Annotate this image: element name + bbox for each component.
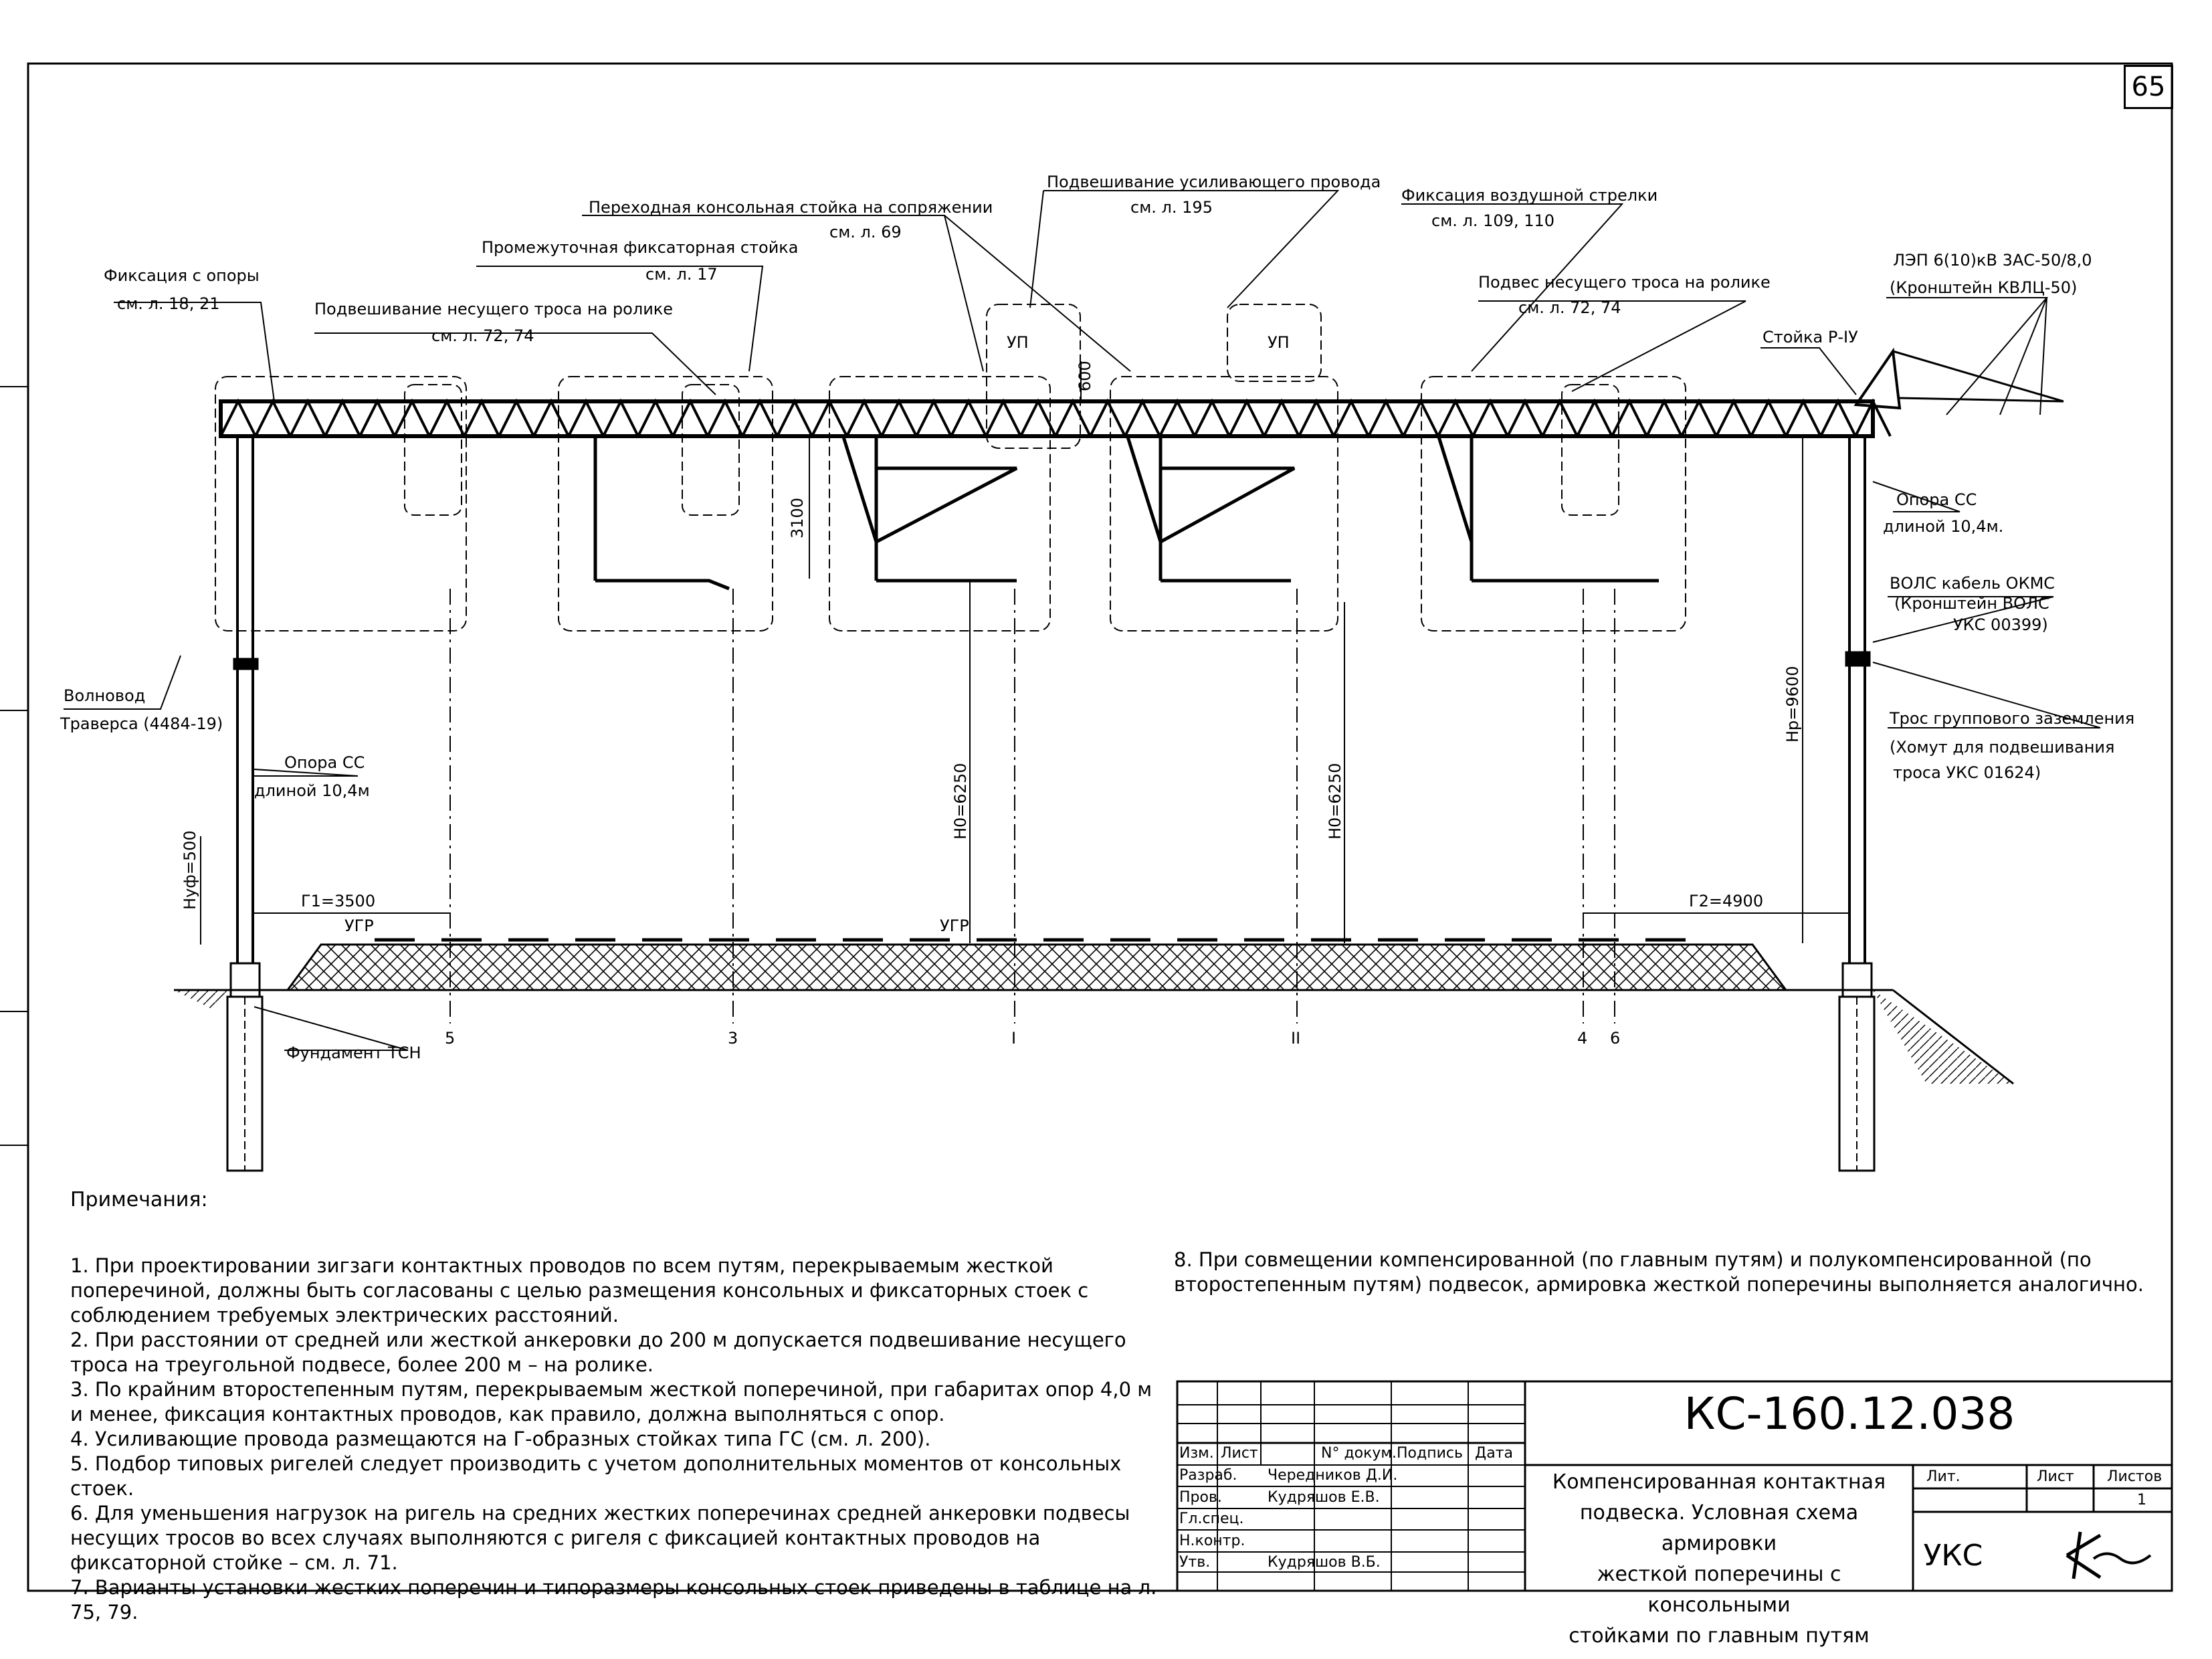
role-checker: Пров.	[1179, 1489, 1222, 1506]
svg-text:длиной 10,4м.: длиной 10,4м.	[1883, 517, 2003, 536]
svg-text:Подвешивание усиливающего пров: Подвешивание усиливающего провода	[1047, 173, 1381, 191]
svg-text:(Кронштейн КВЛЦ-50): (Кронштейн КВЛЦ-50)	[1890, 278, 2077, 297]
svg-text:Hуф=500: Hуф=500	[181, 830, 199, 910]
svg-text:ВОЛС кабель ОКМС: ВОЛС кабель ОКМС	[1890, 574, 2055, 593]
hdr-izm: Изм.	[1179, 1445, 1214, 1462]
labels: Фиксация с опоры см. л. 18, 21 Подвешива…	[60, 173, 2134, 1062]
note-6: 6. Для уменьшения нагрузок на ригель на …	[70, 1502, 1130, 1574]
doc-code: КС-160.12.038	[1684, 1388, 2015, 1440]
note-5: 5. Подбор типовых ригелей следует произв…	[70, 1452, 1122, 1500]
name-checker: Кудряшов Е.В.	[1268, 1489, 1380, 1506]
svg-text:ЛЭП 6(10)кВ 3АС-50/8,0: ЛЭП 6(10)кВ 3АС-50/8,0	[1893, 251, 2092, 270]
console-posts	[593, 434, 1659, 591]
sheets-header: Листов	[2107, 1468, 2163, 1485]
svg-text:Hр=9600: Hр=9600	[1783, 666, 1802, 743]
support-right	[1838, 347, 2064, 1172]
svg-text:Г1=3500: Г1=3500	[301, 892, 375, 910]
note-2: 2. При расстоянии от средней или жесткой…	[70, 1329, 1126, 1376]
dimension-lines	[200, 361, 1849, 945]
dimension-labels: 600 3100 H0=6250 H0=6250 Hр=9600 Hуф=500…	[181, 361, 1802, 910]
track-numbers: 5 3 I II 4 6	[445, 1029, 1620, 1048]
track-number: 5	[445, 1029, 455, 1048]
support-left	[226, 438, 264, 1172]
svg-text:см. л. 69: см. л. 69	[829, 223, 902, 241]
svg-text:Волновод: Волновод	[64, 686, 145, 705]
hdr-date: Дата	[1475, 1445, 1513, 1462]
ground-line	[174, 989, 2014, 1085]
doc-title: Компенсированная контактная подвеска. Ус…	[1526, 1467, 1912, 1652]
svg-text:Трос группового заземления: Трос группового заземления	[1889, 709, 2134, 728]
doc-title-line: Компенсированная контактная	[1552, 1470, 1886, 1494]
note-7: 7. Варианты установки жестких поперечин …	[70, 1576, 1157, 1624]
logo-mark	[2066, 1531, 2152, 1579]
sheet-header: Лист	[2037, 1468, 2074, 1485]
svg-text:троса УКС 01624): троса УКС 01624)	[1893, 763, 2041, 782]
role-chief: Гл.спец.	[1179, 1510, 1244, 1527]
lit-header: Лит.	[1926, 1468, 1960, 1485]
doc-title-line: подвеска. Условная схема армировки	[1579, 1501, 1859, 1555]
svg-text:Опора СС: Опора СС	[284, 753, 365, 772]
svg-text:см. л. 72, 74: см. л. 72, 74	[431, 326, 534, 345]
note-3: 3. По крайним второстепенным путям, пере…	[70, 1378, 1152, 1426]
track-axes	[449, 589, 1615, 1023]
ballast-prism	[286, 943, 1788, 991]
svg-text:УГР: УГР	[940, 916, 969, 935]
hdr-doc: N° докум.	[1321, 1445, 1397, 1462]
svg-text:600: 600	[1076, 361, 1094, 391]
sheet-frame	[27, 62, 2173, 1592]
svg-text:УКС 00399): УКС 00399)	[1953, 615, 2048, 634]
note-4: 4. Усиливающие провода размещаются на Г-…	[70, 1428, 931, 1450]
hdr-list: Лист	[1221, 1445, 1258, 1462]
role-developer: Разраб.	[1179, 1467, 1237, 1484]
title-block-grid	[1176, 1380, 2173, 1592]
svg-text:3100: 3100	[788, 498, 807, 539]
svg-text:см. л. 195: см. л. 195	[1130, 198, 1213, 217]
doc-title-line: стойками по главным путям	[1569, 1624, 1870, 1648]
svg-text:длиной 10,4м: длиной 10,4м	[254, 781, 370, 800]
svg-text:(Хомут для подвешивания: (Хомут для подвешивания	[1890, 738, 2114, 757]
track-number: 4	[1577, 1029, 1587, 1048]
notes-title: Примечания:	[70, 1188, 208, 1211]
svg-text:Опора СС: Опора СС	[1896, 490, 1977, 509]
svg-text:H0=6250: H0=6250	[951, 763, 970, 840]
name-approver: Кудряшов В.Б.	[1268, 1554, 1381, 1571]
svg-text:Стойка Р-IУ: Стойка Р-IУ	[1763, 328, 1858, 347]
note-8: 8. При совмещении компенсированной (по г…	[1174, 1248, 2144, 1296]
track-number: 3	[728, 1029, 738, 1048]
svg-text:УГР: УГР	[344, 916, 374, 935]
svg-text:Траверса (4484-19): Траверса (4484-19)	[60, 714, 223, 733]
sheets-value: 1	[2137, 1492, 2146, 1508]
svg-text:УП: УП	[1007, 333, 1029, 352]
role-approver: Утв.	[1179, 1554, 1211, 1571]
notes-block: Примечания: 1. При проектировании зигзаг…	[70, 1187, 1167, 1625]
svg-text:(Кронштейн ВОЛС: (Кронштейн ВОЛС	[1894, 594, 2049, 613]
page-number: 65	[2124, 65, 2173, 109]
track-number: 6	[1610, 1029, 1620, 1048]
svg-text:см. л. 18, 21: см. л. 18, 21	[117, 294, 220, 313]
svg-text:Г2=4900: Г2=4900	[1689, 892, 1763, 910]
svg-text:УП: УП	[1268, 333, 1290, 352]
svg-text:Фиксация воздушной стрелки: Фиксация воздушной стрелки	[1401, 186, 1657, 205]
svg-text:см. л. 72, 74: см. л. 72, 74	[1518, 298, 1621, 317]
name-developer: Чередников Д.И.	[1268, 1467, 1398, 1484]
svg-text:Переходная консольная стойка н: Переходная консольная стойка на сопряжен…	[589, 198, 993, 217]
svg-text:H0=6250: H0=6250	[1326, 763, 1344, 840]
org-name: УКС	[1923, 1539, 1983, 1573]
role-normcontrol: Н.контр.	[1179, 1533, 1245, 1549]
note-1: 1. При проектировании зигзаги контактных…	[70, 1254, 1089, 1327]
rigid-crossbar	[219, 398, 1892, 438]
doc-title-line: жесткой поперечины с консольными	[1597, 1563, 1841, 1617]
svg-text:Подвешивание несущего троса на: Подвешивание несущего троса на ролике	[314, 300, 673, 318]
track-number: I	[1011, 1029, 1016, 1048]
leader-lines	[64, 190, 2101, 1051]
svg-text:Промежуточная фиксаторная стой: Промежуточная фиксаторная стойка	[482, 238, 799, 257]
svg-text:Фундамент ТСН: Фундамент ТСН	[286, 1044, 421, 1062]
svg-text:Фиксация с опоры: Фиксация с опоры	[104, 266, 260, 285]
svg-text:см. л. 109, 110: см. л. 109, 110	[1431, 211, 1554, 230]
svg-text:Подвес несущего троса на ролик: Подвес несущего троса на ролике	[1478, 273, 1771, 292]
track-number: II	[1291, 1029, 1300, 1048]
hdr-sign: Подпись	[1397, 1445, 1463, 1462]
svg-text:см. л. 17: см. л. 17	[645, 265, 718, 284]
